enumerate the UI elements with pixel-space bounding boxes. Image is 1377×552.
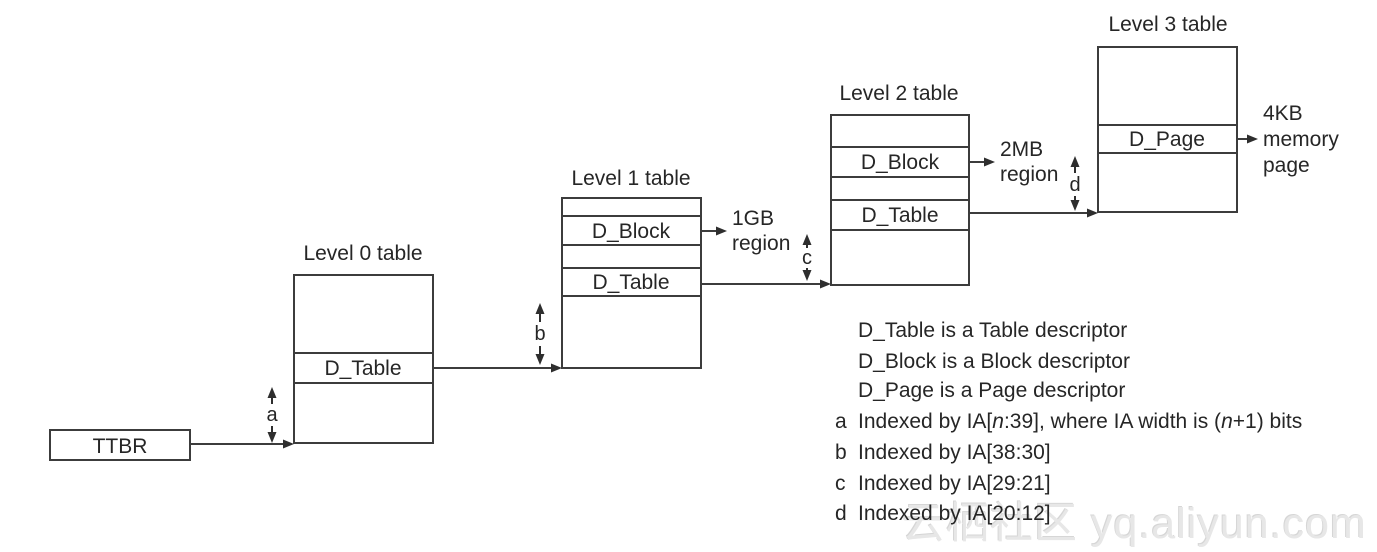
legend-d-block: D_Block is a Block descriptor <box>858 350 1130 373</box>
legend-note-a: Indexed by IA[n:39], where IA width is (… <box>858 410 1302 433</box>
level1-table: Level 1 table D_Block D_Table <box>561 167 702 369</box>
index-arrow-c: c <box>802 234 812 281</box>
legend-key-b: b <box>835 441 847 464</box>
level3-title: Level 3 table <box>1108 13 1227 36</box>
arrowhead-up-icon <box>1070 156 1080 167</box>
arrowhead-down-icon <box>535 354 545 365</box>
connector-level1-to-level2 <box>701 279 831 289</box>
index-letter-d: d <box>1069 174 1080 196</box>
legend: D_Table is a Table descriptor D_Block is… <box>835 319 1302 525</box>
arrowhead-right-icon <box>1087 208 1098 218</box>
level3-box <box>1097 46 1238 213</box>
output-arrow-1gb: 1GB region <box>701 207 790 255</box>
output-arrow-2mb: 2MB region <box>969 138 1058 186</box>
level0-title: Level 0 table <box>303 242 422 265</box>
arrowhead-up-icon <box>802 234 812 245</box>
arrowhead-right-icon <box>820 279 831 289</box>
level1-d-block-cell: D_Block <box>592 220 671 243</box>
level3-d-page-cell: D_Page <box>1129 128 1205 151</box>
level2-title: Level 2 table <box>839 82 958 105</box>
legend-key-c: c <box>835 472 846 495</box>
legend-note-c: Indexed by IA[29:21] <box>858 472 1051 495</box>
output-arrow-4kb: 4KB memory page <box>1237 102 1339 177</box>
region-2mb-line2: region <box>1000 163 1058 186</box>
index-letter-c: c <box>802 247 812 269</box>
index-letter-a: a <box>266 404 278 426</box>
legend-a-mid: :39], where IA width is ( <box>1004 410 1221 433</box>
region-1gb-line2: region <box>732 232 790 255</box>
legend-a-n2: n <box>1221 410 1233 433</box>
page-4kb-line1: 4KB <box>1263 102 1303 125</box>
legend-a-post: +1) bits <box>1233 410 1302 433</box>
index-arrow-d: d <box>1069 156 1081 211</box>
legend-note-d: Indexed by IA[20:12] <box>858 502 1051 525</box>
legend-key-d: d <box>835 502 847 525</box>
level1-title: Level 1 table <box>571 167 690 190</box>
level2-table: Level 2 table D_Block D_Table <box>830 82 970 286</box>
level2-d-table-cell: D_Table <box>861 204 938 227</box>
arrowhead-right-icon <box>283 439 294 449</box>
arrowhead-down-icon <box>802 270 812 281</box>
level0-d-table-cell: D_Table <box>324 357 401 380</box>
index-letter-b: b <box>534 323 545 345</box>
page-4kb-line2: memory <box>1263 128 1339 151</box>
legend-d-table: D_Table is a Table descriptor <box>858 319 1127 342</box>
level3-table: Level 3 table D_Page <box>1097 13 1238 213</box>
index-arrow-a: a <box>266 387 278 443</box>
arrowhead-right-icon <box>551 363 562 373</box>
connector-ttbr-to-level0 <box>190 439 294 449</box>
legend-key-a: a <box>835 410 847 433</box>
region-1gb-line1: 1GB <box>732 207 774 230</box>
index-arrow-b: b <box>534 303 546 365</box>
watermark-text: 云栖社区 yq.aliyun.com <box>902 500 1367 548</box>
arrowhead-up-icon <box>267 387 277 398</box>
level2-d-block-cell: D_Block <box>861 151 940 174</box>
arrowhead-down-icon <box>267 432 277 443</box>
connector-level0-to-level1 <box>433 363 562 373</box>
ttbr-register: TTBR <box>49 429 191 461</box>
level0-box <box>293 274 434 444</box>
legend-a-pre: Indexed by IA[ <box>858 410 992 433</box>
arrowhead-right-icon <box>984 157 995 167</box>
legend-d-page: D_Page is a Page descriptor <box>858 379 1125 402</box>
legend-a-n1: n <box>992 410 1004 433</box>
connector-level2-to-level3 <box>969 208 1098 218</box>
level1-d-table-cell: D_Table <box>592 271 669 294</box>
arrowhead-right-icon <box>716 226 727 236</box>
page-4kb-line3: page <box>1263 154 1310 177</box>
region-2mb-line1: 2MB <box>1000 138 1043 161</box>
arrowhead-right-icon <box>1247 134 1258 144</box>
level0-table: Level 0 table D_Table <box>293 242 434 444</box>
ttbr-label: TTBR <box>93 435 148 458</box>
arrowhead-down-icon <box>1070 200 1080 211</box>
legend-note-b: Indexed by IA[38:30] <box>858 441 1051 464</box>
arrowhead-up-icon <box>535 303 545 314</box>
